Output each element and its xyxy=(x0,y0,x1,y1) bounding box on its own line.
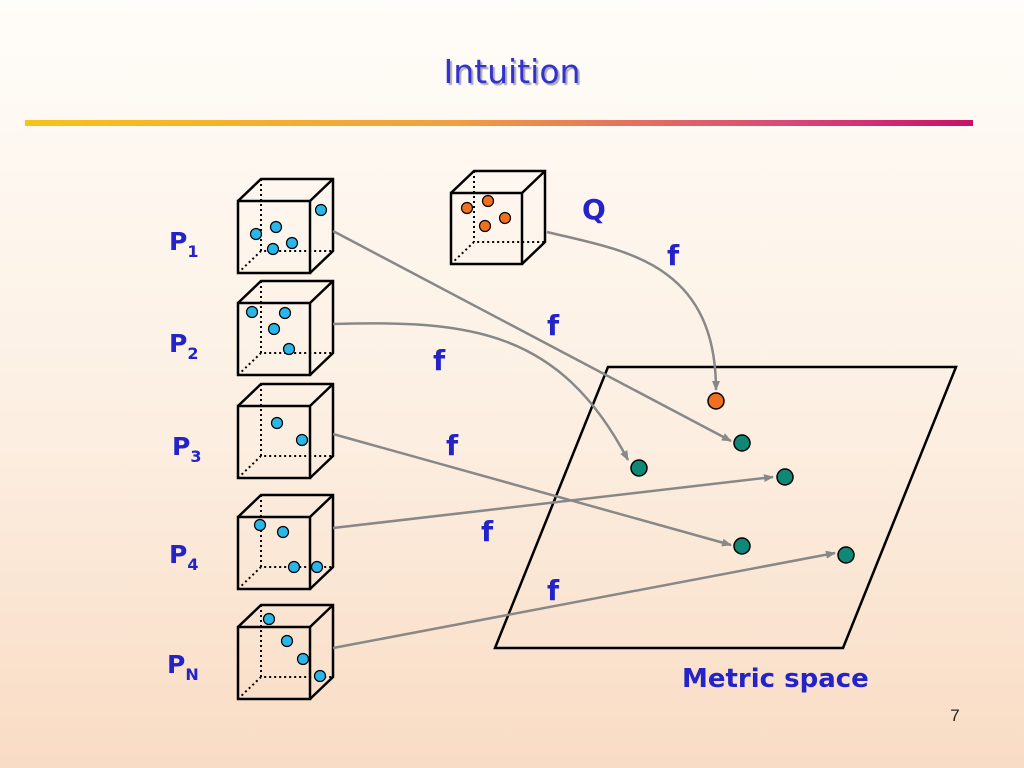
arrow-pn xyxy=(332,550,836,650)
arrow-p2 xyxy=(332,322,630,461)
f-label-p3: f xyxy=(446,429,459,462)
metric-space-plane xyxy=(493,365,958,650)
arrow-p1 xyxy=(332,229,732,443)
query-point-circle xyxy=(481,194,495,208)
query-point-circle xyxy=(498,211,512,225)
label-p3: P3 xyxy=(172,432,201,466)
point-circle xyxy=(310,560,324,574)
point-circle xyxy=(267,322,281,336)
mapping-arrows xyxy=(332,229,836,650)
arrow-p4 xyxy=(332,474,774,530)
query-point-circle xyxy=(478,219,492,233)
mapped-point-p4 xyxy=(776,468,794,486)
point-circle xyxy=(296,652,310,666)
point-circle xyxy=(280,634,294,648)
point-circle xyxy=(276,525,290,539)
mapped-point-p2 xyxy=(630,459,648,477)
f-label-p2: f xyxy=(433,344,446,377)
point-circle xyxy=(245,305,259,319)
arrow-p3 xyxy=(332,432,732,547)
label-q: Q xyxy=(582,193,606,226)
point-circle xyxy=(313,669,327,683)
cube-pn xyxy=(236,603,335,701)
cube-p4 xyxy=(236,493,335,591)
title-divider xyxy=(25,120,973,126)
f-label-q: f xyxy=(667,239,680,272)
point-circle xyxy=(282,342,296,356)
mapped-point-p1 xyxy=(733,434,751,452)
point-circle xyxy=(295,433,309,447)
query-point-circle xyxy=(460,201,474,215)
label-p2: P2 xyxy=(169,329,198,363)
f-label-p4: f xyxy=(481,515,494,548)
point-circle xyxy=(287,560,301,574)
mapped-query-point xyxy=(707,392,725,410)
cube-p1 xyxy=(236,177,335,275)
cube-p3 xyxy=(236,382,335,480)
mapped-point-pn xyxy=(837,546,855,564)
f-label-p1: f xyxy=(547,309,560,342)
mapped-points xyxy=(630,392,855,564)
mapped-point-p3 xyxy=(733,537,751,555)
point-circle xyxy=(269,220,283,234)
slide-title: Intuition xyxy=(443,52,581,91)
point-circle xyxy=(266,242,280,256)
metric-space-label: Metric space xyxy=(682,664,869,694)
point-circle xyxy=(262,612,276,626)
cube-q xyxy=(449,169,547,266)
label-pn: PN xyxy=(167,650,199,684)
label-p4: P4 xyxy=(169,540,198,574)
point-circle xyxy=(253,518,267,532)
point-circle xyxy=(278,306,292,320)
label-p1: P1 xyxy=(169,227,198,261)
f-label-pn: f xyxy=(547,574,560,607)
cube-p2 xyxy=(236,279,335,377)
point-circle xyxy=(285,236,299,250)
point-circle xyxy=(270,416,284,430)
page-number: 7 xyxy=(950,706,960,725)
point-circle xyxy=(249,227,263,241)
point-circle xyxy=(314,203,328,217)
arrow-q xyxy=(546,230,720,391)
